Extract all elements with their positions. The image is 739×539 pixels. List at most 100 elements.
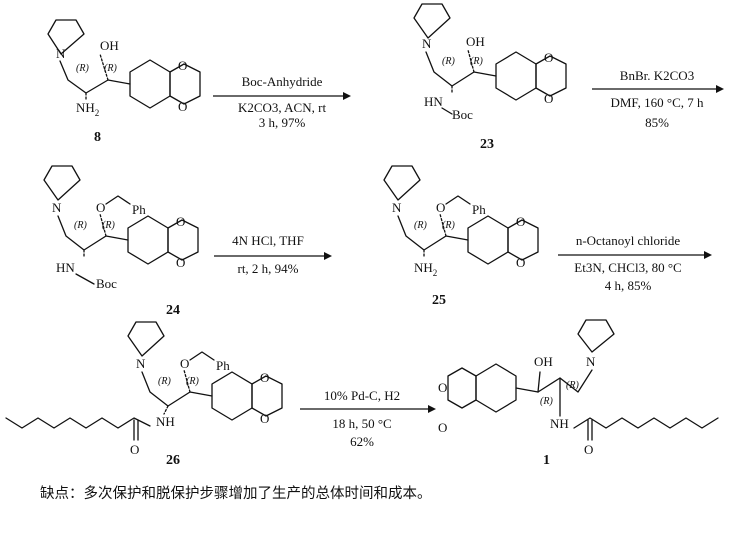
step-5-yield: 62% bbox=[350, 434, 374, 449]
step-4-reagent: n-Octanoyl chloride bbox=[576, 233, 681, 248]
dioxane-ring bbox=[251, 375, 283, 417]
octanoyl-chain bbox=[5, 417, 151, 429]
step-2-yield: 85% bbox=[645, 115, 669, 130]
carbon-chain bbox=[537, 369, 593, 393]
dioxane-o-label: O bbox=[178, 58, 187, 73]
stereo-label: (R) bbox=[442, 220, 455, 231]
hydroxyl-bond bbox=[99, 53, 109, 81]
step-5-conditions: 18 h, 50 °C bbox=[332, 416, 391, 431]
amine-label: NH2 bbox=[414, 260, 437, 278]
compound-8-structure: N OH NH2 (R) (R) O O 8 bbox=[47, 19, 201, 145]
hydroxyl-label: OH bbox=[100, 38, 119, 53]
amide-nh-label: NH bbox=[550, 416, 569, 431]
stereo-label: (R) bbox=[442, 56, 455, 67]
pyrrolidine-n-label: N bbox=[392, 200, 402, 215]
pyrrolidine-ring bbox=[47, 19, 85, 55]
step-2-conditions: DMF, 160 °C, 7 h bbox=[610, 95, 704, 110]
pyrrolidine-n-label: N bbox=[52, 200, 62, 215]
amide-nh-label: NH bbox=[156, 414, 175, 429]
step-1-time-yield: 3 h, 97% bbox=[259, 115, 306, 130]
ether-o-label: O bbox=[180, 356, 189, 371]
phenyl-label: Ph bbox=[216, 358, 230, 373]
benzyl-ether-bond bbox=[99, 213, 107, 237]
pyrrolidine-ring bbox=[127, 321, 165, 357]
benzene-ring bbox=[127, 215, 169, 265]
reaction-arrow-5: 10% Pd-C, H2 18 h, 50 °C 62% bbox=[300, 388, 436, 449]
aryl-bond bbox=[107, 79, 131, 85]
reaction-arrow-2: BnBr. K2CO3 DMF, 160 °C, 7 h 85% bbox=[592, 68, 724, 130]
carbonyl-o-label: O bbox=[584, 442, 593, 457]
amide-n-bond bbox=[163, 405, 169, 415]
stereo-label: (R) bbox=[540, 396, 553, 407]
benzene-ring bbox=[475, 363, 517, 413]
dioxane-o-label: O bbox=[516, 255, 525, 270]
carbon-chain bbox=[59, 60, 109, 94]
pyrrolidine-ring bbox=[43, 165, 81, 201]
dioxane-o-label: O bbox=[544, 91, 553, 106]
carbon-chain bbox=[57, 215, 107, 251]
step-4-time-yield: 4 h, 85% bbox=[605, 278, 652, 293]
pyrrolidine-n-label: N bbox=[586, 354, 596, 369]
boc-label: Boc bbox=[452, 107, 473, 122]
compound-25-structure: N O Ph NH2 (R) (R) O O 25 bbox=[383, 165, 539, 308]
compound-24-structure: N O Ph HN Boc (R) (R) O O 24 bbox=[43, 165, 199, 318]
aryl-bond bbox=[515, 387, 539, 393]
dioxane-ring bbox=[169, 63, 201, 105]
dioxane-o-label: O bbox=[438, 420, 447, 435]
dioxane-o-label: O bbox=[260, 370, 269, 385]
benzene-ring bbox=[495, 51, 537, 101]
carbon-chain bbox=[425, 51, 475, 87]
aryl-bond bbox=[189, 391, 213, 397]
aryl-bond bbox=[473, 71, 497, 77]
benzyl-ether-bond bbox=[439, 213, 447, 237]
octanoyl-chain bbox=[573, 417, 719, 429]
step-4-conditions: Et3N, CHCl3, 80 °C bbox=[574, 260, 681, 275]
compound-number-24: 24 bbox=[166, 303, 180, 318]
reaction-arrow-3: 4N HCl, THF rt, 2 h, 94% bbox=[214, 233, 332, 276]
benzene-ring bbox=[211, 371, 253, 421]
step-1-conditions: K2CO3, ACN, rt bbox=[238, 100, 327, 115]
pyrrolidine-ring bbox=[413, 3, 451, 39]
ether-o-label: O bbox=[96, 200, 105, 215]
stereo-label: (R) bbox=[566, 380, 579, 391]
dioxane-o-label: O bbox=[438, 380, 447, 395]
stereo-label: (R) bbox=[470, 56, 483, 67]
stereo-label: (R) bbox=[158, 376, 171, 387]
compound-number-1: 1 bbox=[543, 453, 550, 468]
carbamate-nh-label: HN bbox=[424, 94, 443, 109]
hydroxyl-bond bbox=[467, 49, 475, 73]
phenyl-label: Ph bbox=[132, 202, 146, 217]
dioxane-o-label: O bbox=[178, 99, 187, 114]
carbonyl-o-label: O bbox=[130, 442, 139, 457]
pyrrolidine-n-label: N bbox=[422, 36, 432, 51]
pyrrolidine-n-label: N bbox=[56, 46, 66, 61]
dioxane-o-label: O bbox=[176, 255, 185, 270]
dioxane-ring bbox=[447, 367, 477, 409]
reaction-arrow-4: n-Octanoyl chloride Et3N, CHCl3, 80 °C 4… bbox=[558, 233, 712, 293]
phenyl-label: Ph bbox=[472, 202, 486, 217]
ether-o-label: O bbox=[436, 200, 445, 215]
aryl-bond bbox=[445, 235, 469, 241]
carbon-chain bbox=[397, 215, 447, 251]
stereo-label: (R) bbox=[104, 63, 117, 74]
pyrrolidine-n-label: N bbox=[136, 356, 146, 371]
dioxane-o-label: O bbox=[516, 214, 525, 229]
compound-1-structure: O O OH N NH O (R) (R) 1 bbox=[438, 319, 719, 468]
dioxane-ring bbox=[167, 219, 199, 261]
benzyl-ether-bond bbox=[183, 369, 191, 393]
aryl-bond bbox=[105, 235, 129, 241]
pyrrolidine-ring bbox=[383, 165, 421, 201]
carbamate-nh-label: HN bbox=[56, 260, 75, 275]
compound-26-structure: N O Ph NH O (R) (R) O O 26 bbox=[5, 321, 283, 468]
benzene-ring bbox=[129, 59, 171, 109]
hydroxyl-label: OH bbox=[466, 34, 485, 49]
compound-number-26: 26 bbox=[166, 453, 180, 468]
boc-bond bbox=[441, 107, 453, 115]
compound-number-23: 23 bbox=[480, 137, 494, 152]
compound-23-structure: N OH HN Boc (R) (R) O O 23 bbox=[413, 3, 567, 152]
stereo-label: (R) bbox=[414, 220, 427, 231]
reaction-arrow-1: Boc-Anhydride K2CO3, ACN, rt 3 h, 97% bbox=[213, 74, 351, 130]
hydroxyl-label: OH bbox=[534, 354, 553, 369]
